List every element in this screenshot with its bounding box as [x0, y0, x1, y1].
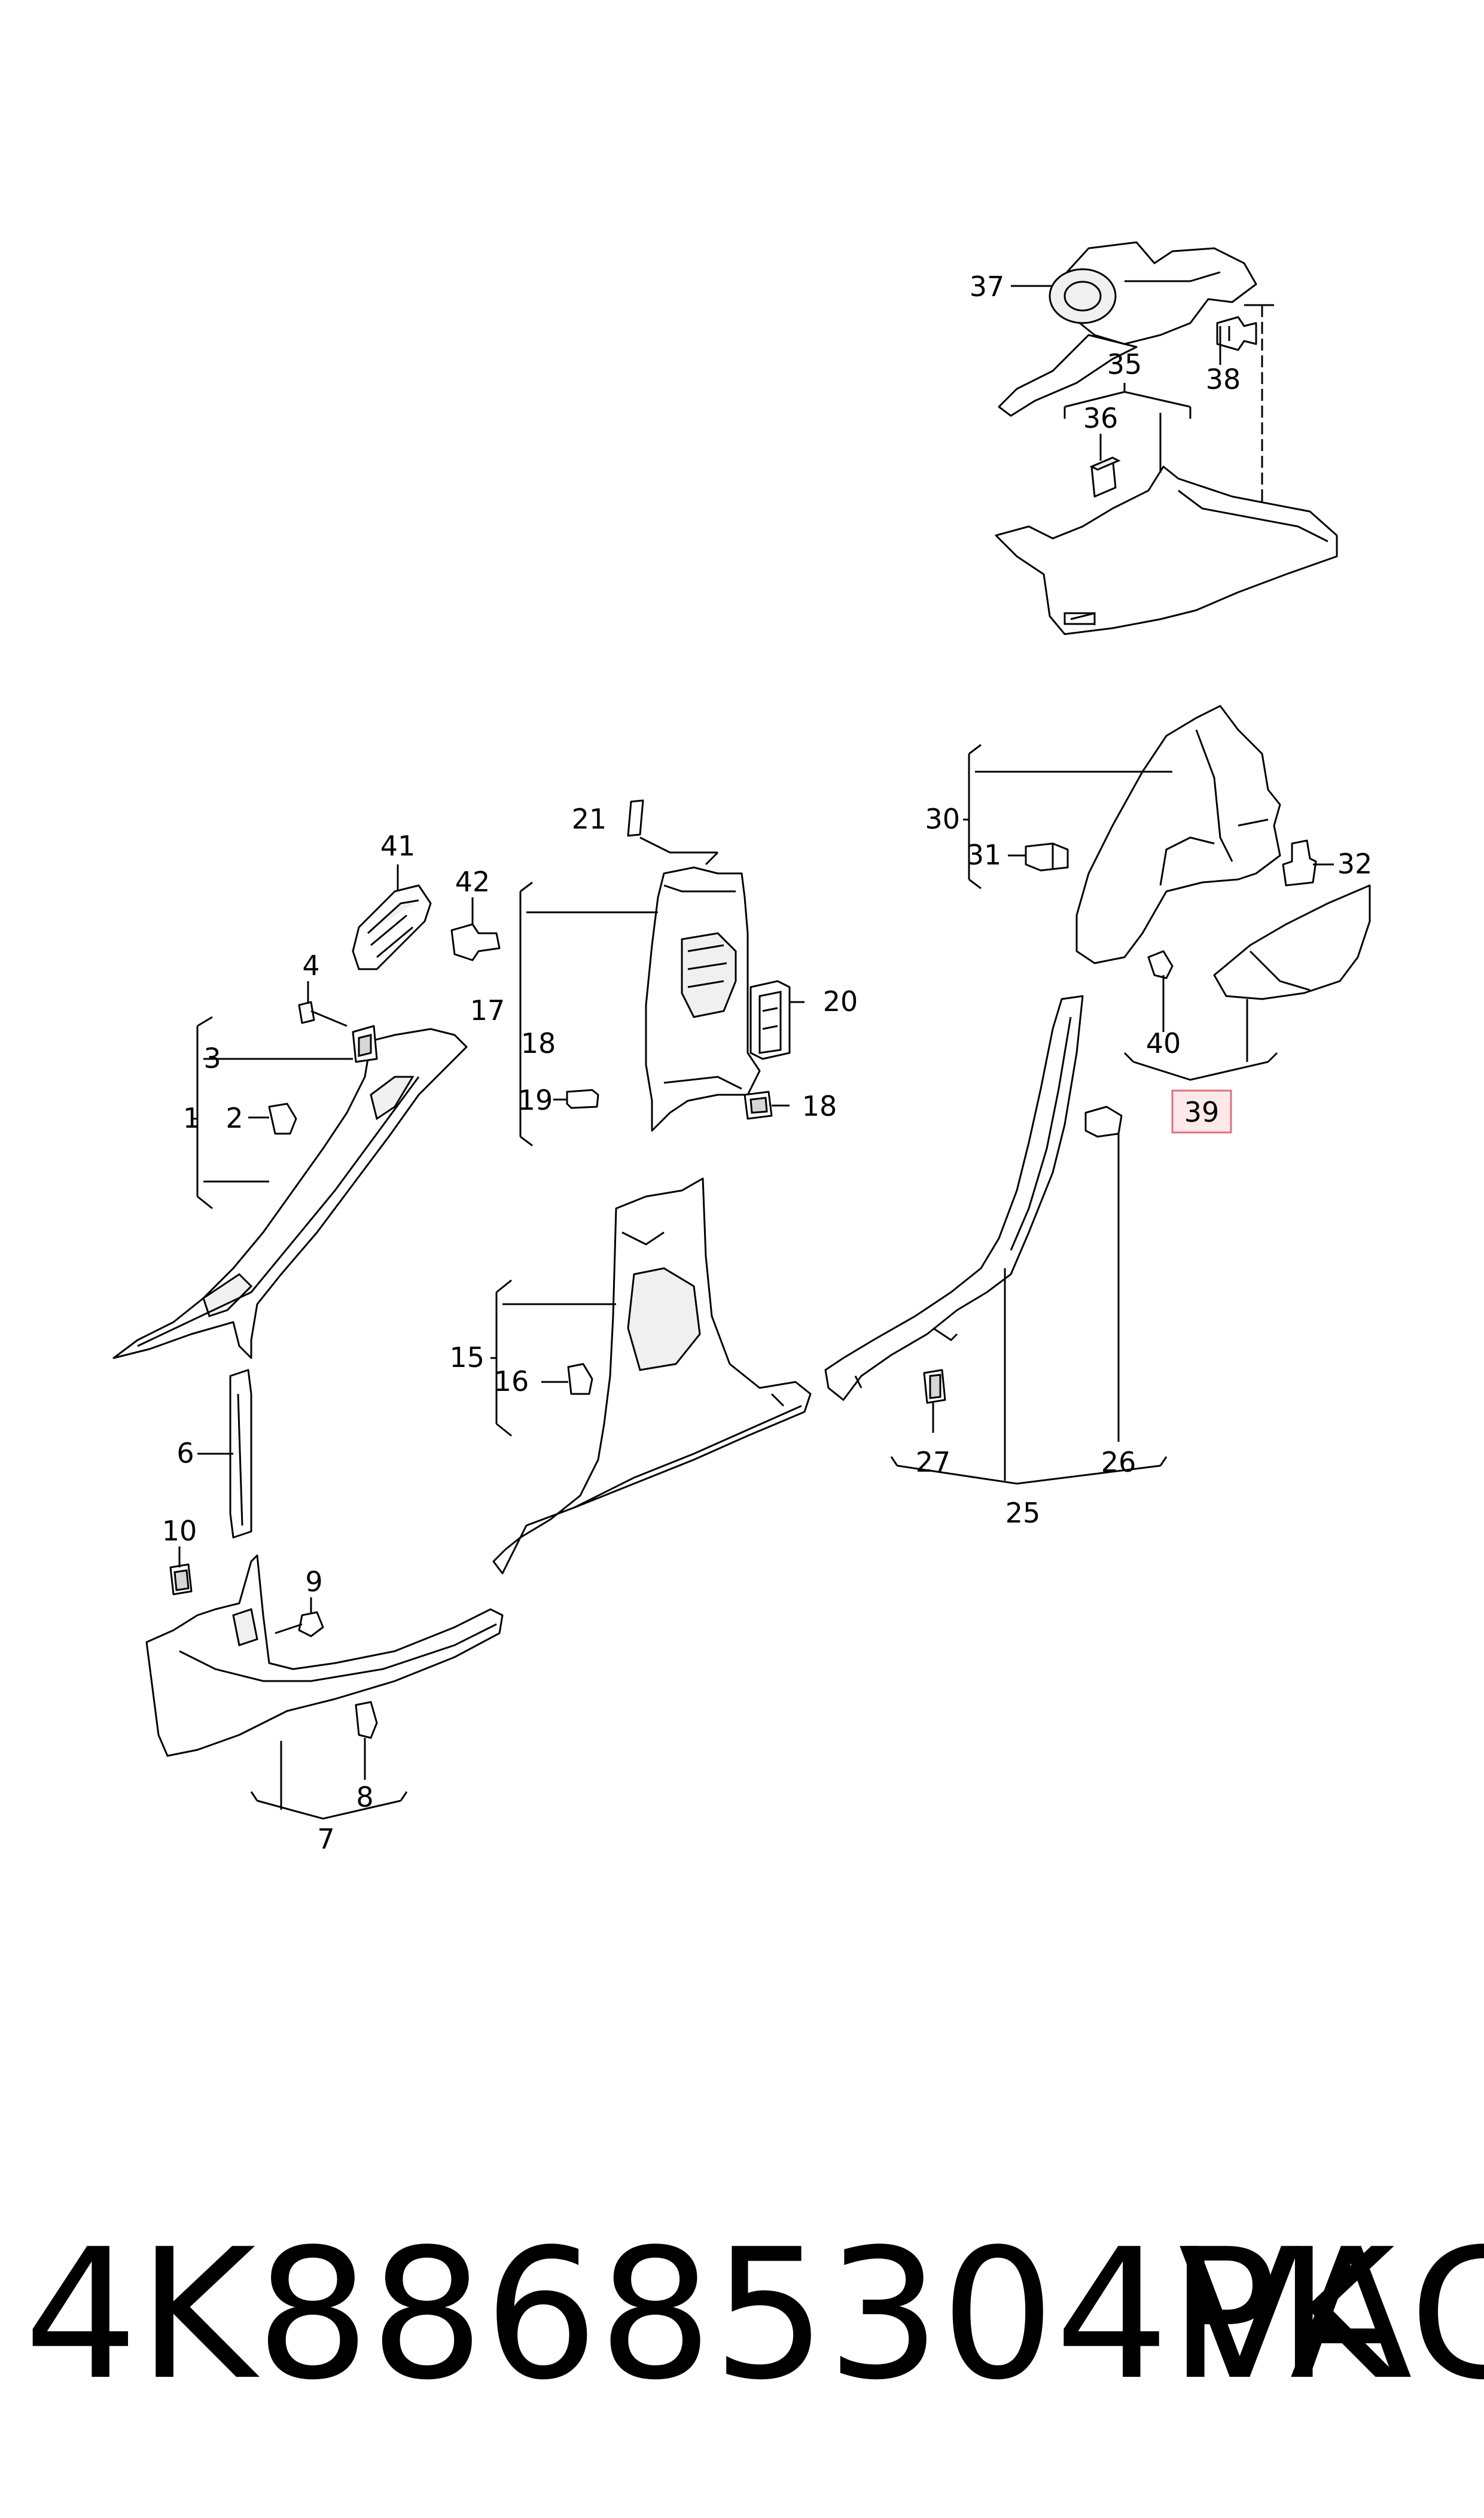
part-42-clip: [450, 923, 501, 961]
callout-16: 16: [494, 1365, 529, 1397]
part-2-clip: [268, 1103, 297, 1135]
callout-18a: 18: [521, 1027, 556, 1059]
part-9-screw: [275, 1611, 324, 1637]
part-31-clip: [1025, 842, 1069, 872]
part-41-handle: [352, 884, 432, 970]
part-6-strip: [229, 1369, 252, 1539]
part-32-clip: [1282, 839, 1317, 887]
part-37-bracket: [998, 241, 1257, 417]
callout-31: 31: [967, 839, 1002, 871]
callout-37: 37: [970, 270, 1005, 303]
callout-10: 10: [162, 1515, 197, 1547]
callout-15: 15: [449, 1341, 484, 1374]
part-36-clip: [1089, 456, 1121, 498]
part-15-lower-pillar: [492, 1177, 812, 1575]
brand-text: VAG: [1178, 2211, 1484, 2419]
callout-7: 7: [317, 1823, 334, 1855]
callout-38: 38: [1206, 363, 1241, 395]
part-18-clip: [743, 1091, 773, 1120]
callout-19: 19: [518, 1084, 553, 1116]
caption: 4K88685304PK VAG: [24, 2211, 1484, 2419]
callout-36: 36: [1083, 402, 1119, 434]
callout-6: 6: [176, 1437, 194, 1469]
part-27-clip: [923, 1369, 946, 1404]
part-38-clip: [1216, 316, 1257, 351]
callout-39-highlight: [1171, 1089, 1232, 1134]
part-35-trim-panel: [995, 465, 1338, 635]
callout-3: 3: [203, 1042, 221, 1074]
callout-17: 17: [470, 994, 505, 1027]
callout-39: 39: [1184, 1096, 1220, 1128]
callout-1: 1: [183, 1102, 200, 1134]
part-16-clip: [567, 1363, 593, 1395]
callout-40: 40: [1146, 1027, 1181, 1059]
callout-35: 35: [1107, 348, 1142, 380]
leader-lines: [178, 285, 1334, 1820]
callout-21: 21: [572, 803, 607, 835]
part-8-clip: [355, 1701, 378, 1739]
part-17-upper-pillar: [645, 866, 761, 1132]
part-4-screw: [298, 1001, 348, 1027]
part-7-kick-panel: [145, 1554, 504, 1757]
callout-30: 30: [925, 803, 960, 835]
callout-labels: 1 2 3 4 6 7 8 9 10 15 16 17 18 18 19 20 …: [162, 270, 1373, 1855]
part-10-clip: [169, 1563, 193, 1596]
callout-25: 25: [1005, 1497, 1041, 1529]
callout-9: 9: [305, 1566, 322, 1598]
part-25-sill-trim: [824, 995, 1084, 1401]
callout-26: 26: [1101, 1446, 1136, 1478]
part-19-clip: [566, 1089, 599, 1109]
callout-20: 20: [823, 985, 858, 1018]
part-3-clip: [352, 1025, 378, 1063]
part-21-clip: [627, 799, 644, 837]
callout-8: 8: [356, 1781, 373, 1813]
part-39-cover: [1213, 884, 1371, 1000]
part-20-clip: [749, 980, 791, 1060]
part-26-clip: [1084, 1106, 1123, 1138]
callout-2: 2: [226, 1102, 243, 1134]
part-40-clip: [1147, 950, 1174, 979]
callout-42: 42: [455, 866, 490, 898]
part-number-text: 4K88685304PK: [24, 2211, 1395, 2419]
callout-18b: 18: [802, 1090, 837, 1122]
part-30-pillar-trim: [1075, 705, 1281, 964]
callout-27: 27: [916, 1446, 951, 1478]
part-1-a-pillar-trim: [112, 1028, 468, 1359]
callout-32: 32: [1337, 848, 1373, 880]
parts-diagram: 1 2 3 4 6 7 8 9 10 15 16 17 18 18 19 20 …: [112, 241, 1373, 1855]
callout-41: 41: [380, 830, 416, 862]
callout-4: 4: [302, 949, 319, 982]
